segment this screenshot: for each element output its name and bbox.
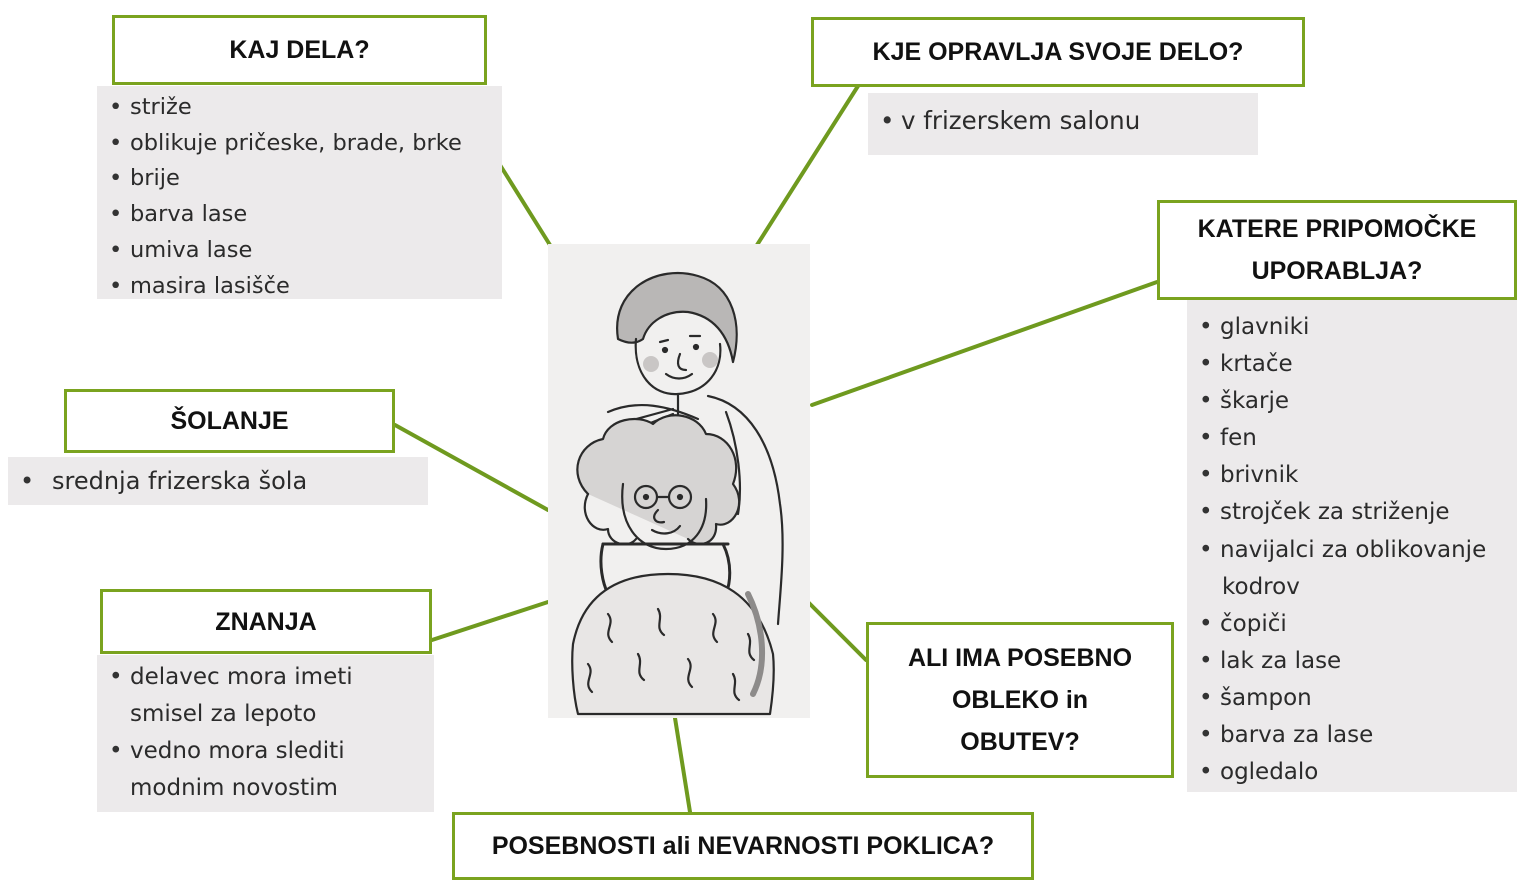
kje-list: v frizerskem salonu bbox=[868, 103, 1258, 139]
solanje-panel: srednja frizerska šola bbox=[8, 457, 428, 505]
list-item: barva za lase bbox=[1187, 717, 1517, 754]
pripomocki-title-line2: UPORABLJA? bbox=[1251, 257, 1423, 285]
pripomocki-title-line1: KATERE PRIPOMOČKE bbox=[1197, 215, 1477, 243]
list-item: srednja frizerska šola bbox=[8, 463, 428, 499]
connector-posebnosti bbox=[673, 716, 692, 814]
list-item: škarje bbox=[1187, 383, 1517, 420]
list-item: lak za lase bbox=[1187, 643, 1517, 680]
kaj-dela-title-box: KAJ DELA? bbox=[112, 15, 487, 85]
list-item: v frizerskem salonu bbox=[868, 103, 1258, 139]
list-item: brivnik bbox=[1187, 457, 1517, 494]
znanja-title-box: ZNANJA bbox=[100, 589, 432, 654]
obleka-title-line3: OBUTEV? bbox=[960, 728, 1080, 756]
list-item: vedno mora slediti bbox=[97, 733, 434, 770]
hairdresser-illustration bbox=[548, 244, 810, 718]
connector-kaj-dela bbox=[498, 163, 552, 247]
kaj-dela-list: striže oblikuje pričeske, brade, brke br… bbox=[97, 90, 502, 304]
hairdresser-drawing bbox=[571, 271, 784, 716]
list-item: striže bbox=[97, 90, 502, 126]
list-item: fen bbox=[1187, 420, 1517, 457]
solanje-title-box: ŠOLANJE bbox=[64, 389, 395, 453]
obleka-title-box: ALI IMA POSEBNO OBLEKO in OBUTEV? bbox=[866, 622, 1174, 778]
obleka-title-line2: OBLEKO in bbox=[951, 686, 1089, 714]
connector-znanja bbox=[430, 600, 550, 642]
znanja-list: delavec mora imeti smisel za lepoto vedn… bbox=[97, 659, 434, 807]
posebnosti-title: POSEBNOSTI ali NEVARNOSTI POKLICA? bbox=[491, 832, 995, 860]
list-item: krtače bbox=[1187, 346, 1517, 383]
solanje-title: ŠOLANJE bbox=[170, 407, 289, 435]
list-item: navijalci za oblikovanje bbox=[1187, 532, 1517, 569]
list-item: šampon bbox=[1187, 680, 1517, 717]
kje-panel: v frizerskem salonu bbox=[868, 93, 1258, 155]
list-item: brije bbox=[97, 161, 502, 197]
list-item: masira lasišče bbox=[97, 269, 502, 305]
list-item: ogledalo bbox=[1187, 754, 1517, 791]
znanja-title: ZNANJA bbox=[215, 607, 317, 636]
solanje-list: srednja frizerska šola bbox=[8, 463, 428, 499]
list-item: čopiči bbox=[1187, 606, 1517, 643]
znanja-panel: delavec mora imeti smisel za lepoto vedn… bbox=[97, 655, 434, 812]
kje-title: KJE OPRAVLJA SVOJE DELO? bbox=[872, 38, 1244, 66]
kaj-dela-title: KAJ DELA? bbox=[229, 36, 370, 64]
list-item: glavniki bbox=[1187, 309, 1517, 346]
connector-obleka bbox=[806, 600, 868, 662]
kje-title-box: KJE OPRAVLJA SVOJE DELO? bbox=[811, 17, 1305, 87]
posebnosti-title-box: POSEBNOSTI ali NEVARNOSTI POKLICA? bbox=[452, 812, 1034, 880]
connector-solanje bbox=[393, 423, 550, 512]
list-item: barva lase bbox=[97, 197, 502, 233]
list-item-continuation: kodrov bbox=[1222, 573, 1300, 600]
connector-pripomocki bbox=[810, 280, 1159, 407]
kaj-dela-panel: striže oblikuje pričeske, brade, brke br… bbox=[97, 86, 502, 304]
list-item: oblikuje pričeske, brade, brke bbox=[97, 126, 502, 162]
list-item-continuation: modnim novostim bbox=[130, 775, 338, 801]
pripomocki-list: glavniki krtače škarje fen brivnik stroj… bbox=[1187, 309, 1517, 791]
list-item: umiva lase bbox=[97, 233, 502, 269]
obleka-title-line1: ALI IMA POSEBNO bbox=[907, 644, 1133, 672]
pripomocki-title-box: KATERE PRIPOMOČKE UPORABLJA? bbox=[1157, 200, 1517, 300]
list-item: strojček za striženje bbox=[1187, 494, 1517, 531]
pripomocki-panel: glavniki krtače škarje fen brivnik stroj… bbox=[1187, 300, 1517, 792]
list-item-continuation: smisel za lepoto bbox=[130, 701, 317, 727]
connector-kje bbox=[755, 84, 860, 247]
list-item: delavec mora imeti bbox=[97, 659, 434, 696]
